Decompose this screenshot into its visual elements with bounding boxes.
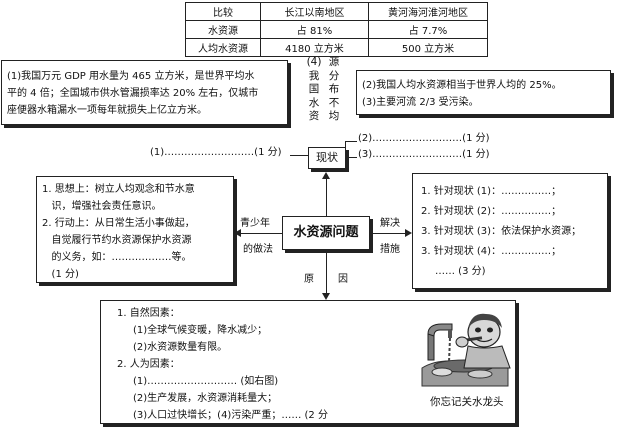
fill-prefix: (2) bbox=[358, 133, 373, 144]
table-cell: 4180 立方米 bbox=[260, 38, 369, 57]
cartoon-drawing bbox=[418, 306, 512, 388]
status-box-right: (2)我国人均水资源相当于世界人均的 25%。 (3)主要河流 2/3 受污染。 bbox=[356, 70, 611, 115]
status-mid-char: 源 bbox=[328, 56, 340, 68]
center-topic: 水资源问题 bbox=[293, 225, 359, 240]
table-row: 人均水资源 4180 立方米 500 立方米 bbox=[185, 38, 488, 57]
table-header-cell: 黄河海河淮河地区 bbox=[368, 2, 488, 21]
status-fill-1: (1)………………………(1 分) bbox=[150, 143, 282, 158]
cause-line: 2. 人为因素： bbox=[117, 359, 180, 370]
cause-line: (1)全球气候变暖，降水减少； bbox=[133, 325, 268, 336]
status-right-line: (3)主要河流 2/3 受污染。 bbox=[362, 97, 479, 108]
fill-blank: ……………………… bbox=[372, 133, 463, 144]
status-mid-char: 均 bbox=[328, 110, 340, 122]
status-right-line: (2)我国人均水资源相当于世界人均的 25%。 bbox=[362, 80, 562, 91]
youth-line: 的义务，如：………………等。 bbox=[42, 252, 192, 263]
fill-blank: ……………………… bbox=[372, 149, 463, 160]
cause-line: (1)……………………… (如右图) bbox=[133, 376, 279, 387]
status-mid-char: 布 bbox=[328, 83, 340, 95]
cause-line: (2)生产发展，水资源消耗量大； bbox=[133, 393, 278, 404]
youth-line: 识，增强社会责任意识。 bbox=[42, 201, 162, 212]
arrow-right-icon bbox=[405, 229, 412, 237]
status-mid-col2: 源 分 布 不 均 bbox=[327, 56, 341, 124]
status-mid-col1: (4) 我 国 水 资 bbox=[304, 56, 324, 124]
fill-prefix: (3) bbox=[358, 149, 373, 160]
fill-suffix: (1 分) bbox=[462, 133, 490, 144]
status-label: 现状 bbox=[316, 151, 338, 164]
status-left-line: 平的 4 倍；全国城市供水管漏损率达 20% 左右，仅城市 bbox=[7, 88, 259, 99]
status-left-line: (1)我国万元 GDP 用水量为 465 立方米，是世界平均水 bbox=[7, 71, 255, 82]
youth-box: 1. 思想上：树立人均观念和节水意 识，增强社会责任意识。 2. 行动上：从日常… bbox=[36, 176, 234, 283]
status-mid-char: 资 bbox=[308, 110, 320, 122]
cause-label-2: 因 bbox=[338, 274, 348, 285]
solve-line: 1. 针对现状 (1)：……………； bbox=[421, 186, 562, 197]
fill-suffix: (1 分) bbox=[254, 147, 282, 158]
table-header-row: 比较 长江以南地区 黄河海河淮河地区 bbox=[185, 2, 488, 21]
solve-label-1: 解决 bbox=[380, 218, 400, 229]
status-fill-3: (3)………………………(1 分) bbox=[358, 145, 490, 160]
status-mid-char: 不 bbox=[328, 96, 340, 109]
cause-line: (2)水资源数量有限。 bbox=[133, 342, 228, 353]
fill-blank: ……………………… bbox=[164, 147, 255, 158]
status-mid-char: 我 bbox=[308, 69, 320, 82]
cause-label-1: 原 bbox=[304, 274, 314, 285]
status-mid-char: 国 bbox=[308, 83, 320, 95]
youth-label-2: 的做法 bbox=[243, 244, 273, 255]
cartoon-caption: 你忘记关水龙头 bbox=[430, 396, 504, 408]
table-cell: 人均水资源 bbox=[185, 38, 261, 57]
solve-line: 3. 针对现状 (3)：依法保护水资源； bbox=[421, 226, 582, 237]
solve-line: …… (3 分) bbox=[435, 266, 486, 277]
status-fill-2: (2)………………………(1 分) bbox=[358, 129, 490, 144]
youth-line: 1. 思想上：树立人均观念和节水意 bbox=[42, 184, 195, 195]
faucet-cartoon-image bbox=[418, 306, 512, 388]
connector-line bbox=[345, 141, 357, 142]
solve-line: 3. 针对现状 (4)：……………； bbox=[421, 246, 562, 257]
status-label-box: 现状 bbox=[308, 147, 346, 169]
cause-line: 1. 自然因素： bbox=[117, 308, 180, 319]
solve-label-2: 措施 bbox=[380, 244, 400, 255]
arrow-down-icon bbox=[322, 293, 330, 300]
arrow-up-icon bbox=[322, 172, 330, 179]
status-mid-char: 水 bbox=[308, 96, 320, 109]
youth-line: 自觉履行节约水资源保护水资源 bbox=[42, 235, 192, 246]
youth-line: 2. 行动上：从日常生活小事做起， bbox=[42, 218, 195, 229]
table-header-cell: 长江以南地区 bbox=[260, 2, 369, 21]
table-cell: 占 7.7% bbox=[368, 20, 488, 39]
connector-line bbox=[345, 157, 357, 158]
status-mid-char: 分 bbox=[328, 69, 340, 82]
arrow-shaft-left bbox=[240, 233, 282, 234]
status-mid-char: (4) bbox=[306, 56, 322, 68]
fill-suffix: (1 分) bbox=[462, 149, 490, 160]
youth-label-1: 青少年 bbox=[240, 218, 270, 229]
status-box-left: (1)我国万元 GDP 用水量为 465 立方米，是世界平均水 平的 4 倍；全… bbox=[1, 60, 288, 125]
arrow-left-icon bbox=[234, 229, 241, 237]
table-cell: 占 81% bbox=[260, 20, 369, 39]
arrow-shaft-up bbox=[326, 178, 327, 216]
table-header-cell: 比较 bbox=[185, 2, 261, 21]
table-row: 水资源 占 81% 占 7.7% bbox=[185, 20, 488, 39]
fill-prefix: (1) bbox=[150, 147, 165, 158]
table-cell: 500 立方米 bbox=[368, 38, 488, 57]
youth-line: (1 分) bbox=[42, 269, 79, 280]
cause-line: (3)人口过快增长；(4)污染严重；…… (2 分 bbox=[133, 410, 328, 421]
center-topic-box: 水资源问题 bbox=[282, 216, 370, 250]
arrow-shaft-right bbox=[370, 233, 406, 234]
table-cell: 水资源 bbox=[185, 20, 261, 39]
status-left-line: 座便器水箱漏水一项每年就损失上亿立方米。 bbox=[7, 105, 207, 116]
arrow-shaft-down bbox=[326, 250, 327, 294]
solve-line: 2. 针对现状 (2)：……………； bbox=[421, 206, 562, 217]
solve-box: 1. 针对现状 (1)：……………； 2. 针对现状 (2)：……………； 3.… bbox=[412, 173, 608, 289]
comparison-table: 比较 长江以南地区 黄河海河淮河地区 水资源 占 81% 占 7.7% 人均水资… bbox=[185, 2, 488, 57]
connector-line bbox=[290, 155, 308, 156]
